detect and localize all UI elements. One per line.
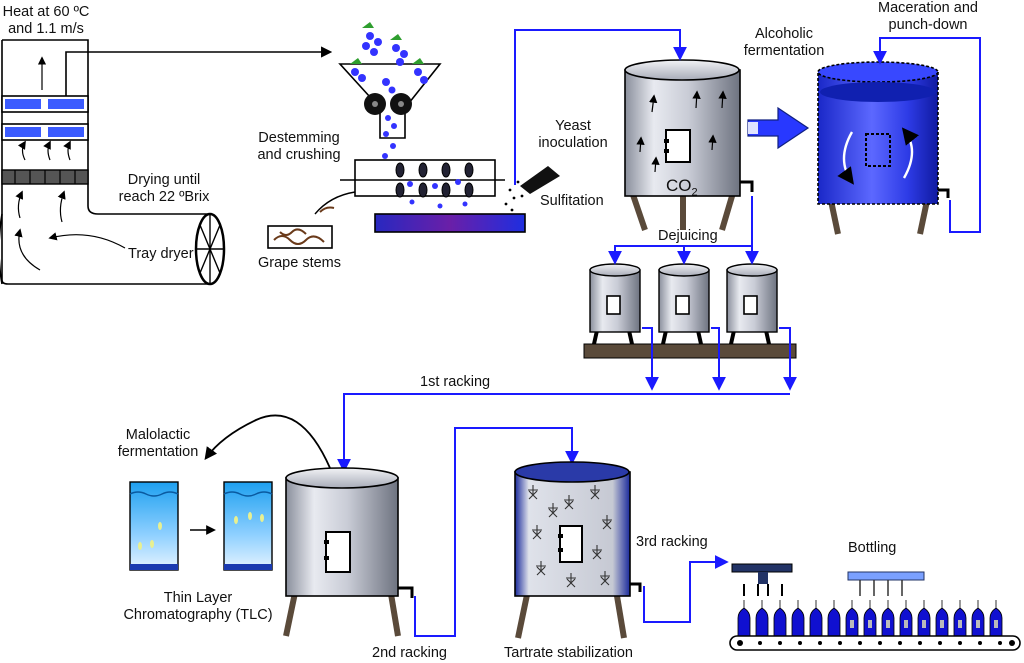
label-sulfitation: Sulfitation <box>540 193 604 209</box>
alcoholic-fermentation-tank <box>624 59 754 231</box>
tartrate-tank <box>514 461 642 639</box>
dejuicing-tanks <box>583 263 797 359</box>
label-grape-stems: Grape stems <box>258 255 341 271</box>
label-co2: CO2 <box>666 176 698 198</box>
label-2nd-racking: 2nd racking <box>372 645 447 661</box>
label-heat: Heat at 60 ºC and 1.1 m/s <box>2 4 90 37</box>
bottling-line <box>729 563 1021 651</box>
label-maceration: Maceration and punch-down <box>878 0 978 33</box>
label-malolactic: Malolactic fermentation <box>117 427 199 460</box>
dejuicing-tank-3 <box>726 263 778 345</box>
co2-text: CO <box>666 176 692 195</box>
dejuicing-tank-1 <box>589 263 641 345</box>
malolactic-arrow <box>204 414 331 469</box>
snowflake-icons <box>528 485 612 588</box>
label-3rd-racking: 3rd racking <box>636 534 708 550</box>
label-tray-dryer: Tray dryer <box>128 246 194 262</box>
racking-tank <box>283 467 414 637</box>
dejuicing-tank-2 <box>658 263 710 345</box>
destemmer-crusher <box>267 22 560 249</box>
label-tlc: Thin Layer Chromatography (TLC) <box>123 590 273 623</box>
bottles <box>737 600 1003 637</box>
tray-dryer <box>0 39 333 286</box>
label-yeast: Yeast inoculation <box>538 118 608 151</box>
flow-lines <box>337 29 981 637</box>
label-tartrate: Tartrate stabilization <box>504 645 633 661</box>
label-alcoholic: Alcoholic fermentation <box>743 26 825 59</box>
label-bottling: Bottling <box>848 540 897 556</box>
label-destemming: Destemming and crushing <box>257 130 341 163</box>
label-dejuicing: Dejuicing <box>658 228 718 244</box>
co2-subscript: 2 <box>691 186 698 199</box>
label-1st-racking: 1st racking <box>420 374 491 390</box>
maceration-tank <box>817 61 950 235</box>
transfer-arrow-icon <box>747 106 810 150</box>
tlc-vessels <box>129 481 273 571</box>
label-drying: Drying until reach 22 ºBrix <box>118 172 210 205</box>
